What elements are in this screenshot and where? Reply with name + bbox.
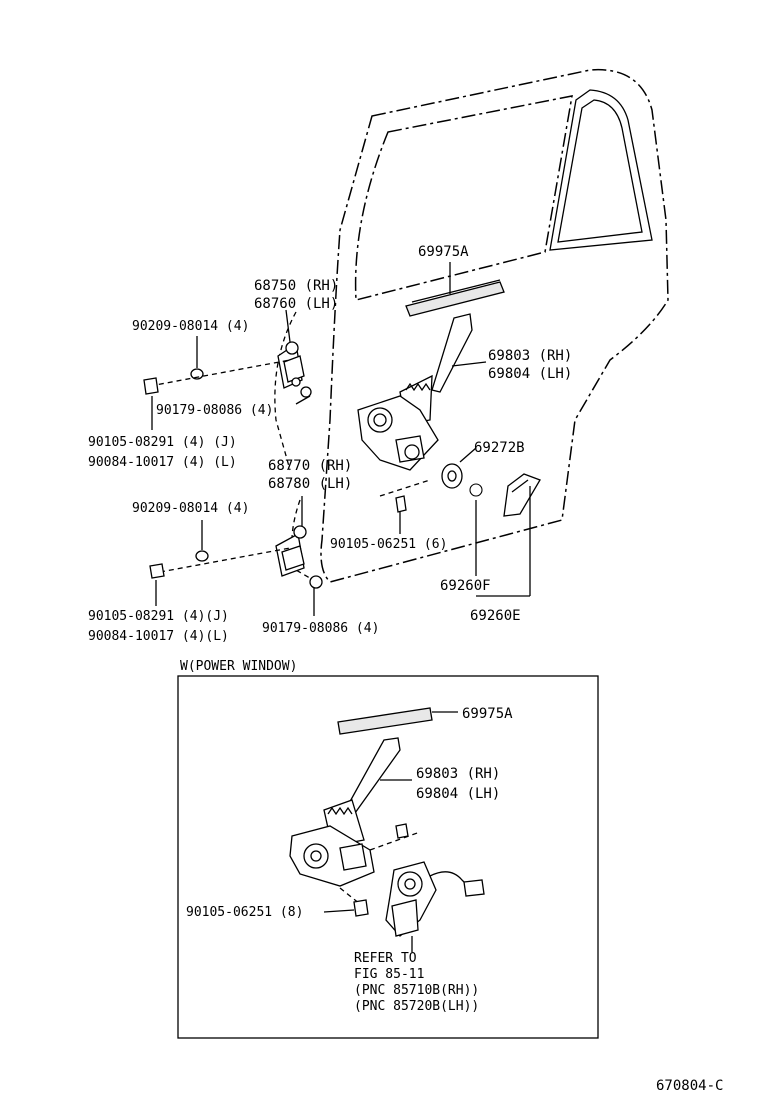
refer-line-1: REFER TO — [354, 951, 417, 966]
label-69272B: 69272B — [474, 440, 525, 456]
label-69803-top: 69803 (RH) — [488, 348, 572, 364]
lower-hinge-fasteners — [149, 520, 291, 606]
label-69804-box: 69804 (LH) — [416, 786, 500, 802]
power-window-frame — [177, 675, 599, 1039]
power-window-belt-moulding — [337, 707, 458, 735]
label-68760: 68760 (LH) — [254, 296, 338, 312]
label-69975A-box: 69975A — [462, 706, 513, 722]
upper-hinge-fasteners — [143, 336, 311, 430]
label-90105-06251-top: 90105-06251 (6) — [330, 537, 447, 552]
refer-line-3: (PNC 85710B(RH)) — [354, 983, 479, 998]
label-68770: 68770 (RH) — [268, 458, 352, 474]
rear-door-outline — [274, 68, 669, 585]
power-window-motor — [385, 861, 485, 952]
lower-hinge-part — [275, 496, 323, 616]
label-90105-lower: 90105-08291 (4)(J) — [88, 609, 229, 624]
label-90179-upper: 90179-08086 (4) — [156, 403, 273, 418]
regulator-handle-parts — [441, 447, 541, 597]
label-90105-06251-box: 90105-06251 (8) — [186, 905, 303, 920]
refer-line-4: (PNC 85720B(LH)) — [354, 999, 479, 1014]
manual-window-regulator — [357, 313, 487, 471]
regulator-screw-upper — [379, 479, 431, 534]
label-69803-box: 69803 (RH) — [416, 766, 500, 782]
label-68780: 68780 (LH) — [268, 476, 352, 492]
refer-line-2: FIG 85-11 — [354, 967, 424, 982]
label-90105-upper: 90105-08291 (4) (J) — [88, 435, 237, 450]
label-69260F: 69260F — [440, 578, 491, 594]
power-window-regulator — [289, 737, 421, 917]
upper-hinge-part — [277, 309, 312, 398]
label-69260E: 69260E — [470, 608, 521, 624]
label-69975A-top: 69975A — [418, 244, 469, 260]
figure-code: 670804-C — [656, 1078, 723, 1094]
label-90084-lower: 90084-10017 (4)(L) — [88, 629, 229, 644]
label-68750: 68750 (RH) — [254, 278, 338, 294]
label-69804-top: 69804 (LH) — [488, 366, 572, 382]
power-window-box-title: W(POWER WINDOW) — [180, 659, 297, 674]
label-90209-upper: 90209-08014 (4) — [132, 319, 249, 334]
belt-moulding-part — [405, 262, 505, 317]
label-90179-lower: 90179-08086 (4) — [262, 621, 379, 636]
label-90209-lower: 90209-08014 (4) — [132, 501, 249, 516]
label-90084-upper: 90084-10017 (4) (L) — [88, 455, 237, 470]
part-labels: 69975A 68750 (RH) 68760 (LH) 90209-08014… — [88, 244, 723, 1094]
